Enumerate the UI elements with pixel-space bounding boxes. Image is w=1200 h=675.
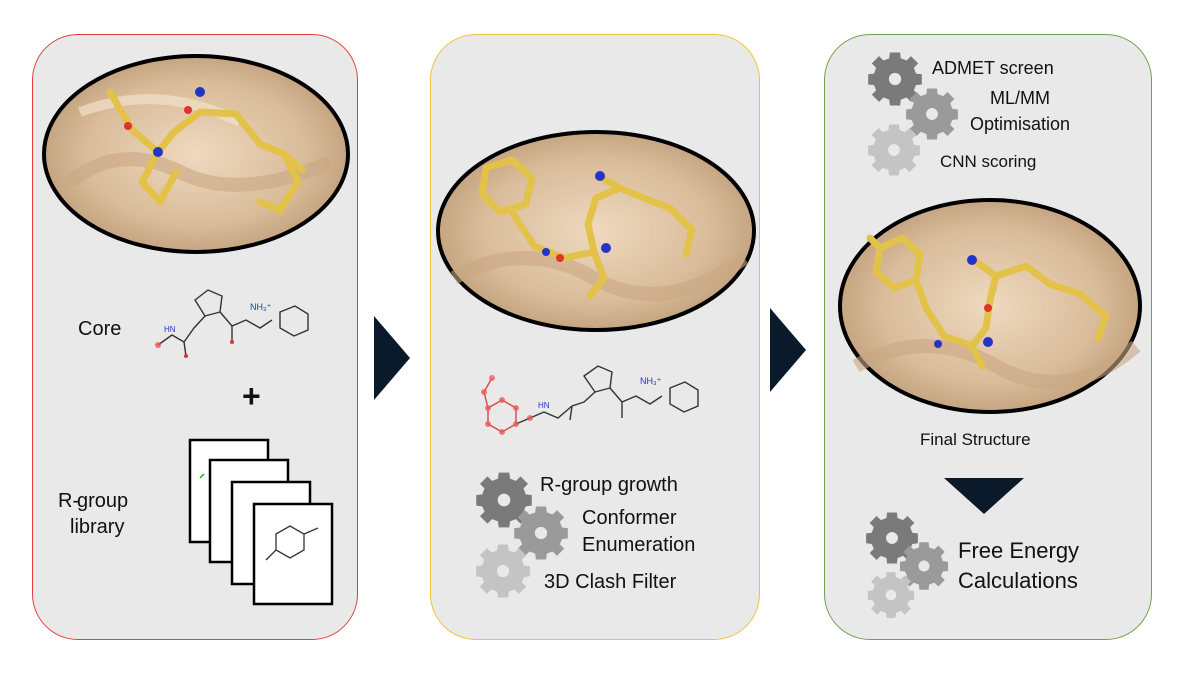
step-cnn-scoring: CNN scoring <box>940 152 1037 171</box>
hn-label: HN <box>164 325 176 334</box>
grown-ligand-molecule: NH₃⁺ HN <box>481 365 699 435</box>
free-energy-label-line-2: Calculations <box>958 568 1078 593</box>
step-rgroup-growth: R-group growth <box>540 474 678 496</box>
final-structure-label: Final Structure <box>920 430 1031 449</box>
triangle-arrow-icon <box>770 308 806 392</box>
gear-icon <box>868 124 920 176</box>
plus-sign: + <box>242 378 261 414</box>
free-energy-label-line-1: Free Energy <box>958 538 1080 563</box>
step-admet-screen: ADMET screen <box>932 58 1054 78</box>
triangle-arrow-icon <box>374 316 410 400</box>
step-3d-clash-filter: 3D Clash Filter <box>544 571 677 593</box>
step-ml-mm: ML/MM <box>990 88 1050 108</box>
rgroup-label-line-3: library <box>70 516 125 538</box>
core-label: Core <box>78 318 122 340</box>
core-pocket-image <box>42 54 350 254</box>
nh3-label: NH₃⁺ <box>250 302 272 312</box>
grown-ligand-pocket-image <box>436 130 756 332</box>
hn-label: HN <box>538 401 550 410</box>
core-molecule: NH₃⁺ HN <box>155 289 309 358</box>
gear-icon <box>476 544 530 598</box>
step-conformer: Conformer <box>582 507 677 529</box>
triangle-arrow-icon <box>944 478 1024 514</box>
rgroup-label-line-2: group <box>77 490 129 512</box>
gear-icon <box>867 572 915 618</box>
final-structure-pocket-image <box>838 198 1142 414</box>
rgroup-library-cards <box>188 438 334 606</box>
nh3-label: NH₃⁺ <box>640 376 662 386</box>
rgroup-label-line-1: R- <box>58 490 80 512</box>
step-enumeration: Enumeration <box>582 534 696 556</box>
step-optimisation: Optimisation <box>970 114 1071 134</box>
